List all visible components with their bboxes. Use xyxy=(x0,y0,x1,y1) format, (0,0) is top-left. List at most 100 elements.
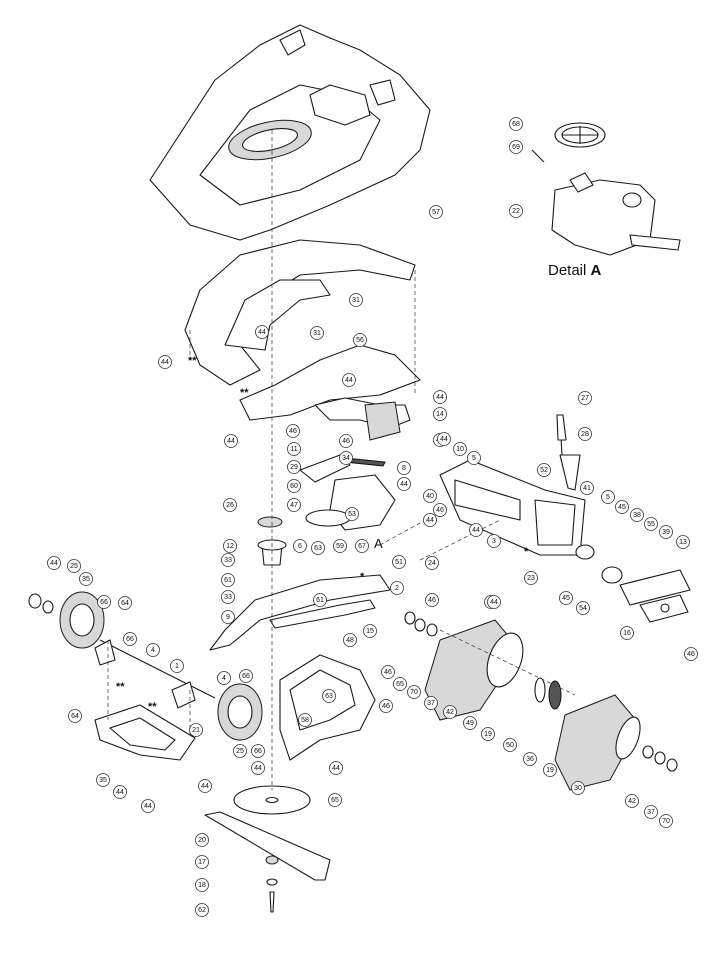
callout-number: 60 xyxy=(290,483,298,490)
callout-number: 35 xyxy=(82,576,90,583)
callout-bubble-66: 66 xyxy=(251,744,265,758)
callout-bubble-17: 17 xyxy=(195,855,209,869)
callout-number: 3 xyxy=(492,538,496,545)
callout-number: 45 xyxy=(618,504,626,511)
callout-number: 5 xyxy=(606,494,610,501)
callout-number: 44 xyxy=(400,481,408,488)
callout-bubble-3: 3 xyxy=(487,534,501,548)
detail-a-gearbox xyxy=(531,122,681,256)
callout-bubble-19: 19 xyxy=(481,727,495,741)
callout-number: 44 xyxy=(436,394,444,401)
callout-number: 27 xyxy=(581,395,589,402)
callout-number: 45 xyxy=(562,595,570,602)
detail-a-caption: Detail A xyxy=(548,262,602,279)
callout-bubble-25: 25 xyxy=(233,744,247,758)
callout-bubble-64: 64 xyxy=(68,709,82,723)
callout-number: 44 xyxy=(426,517,434,524)
callout-bubble-16: 16 xyxy=(620,626,634,640)
callout-bubble-65: 65 xyxy=(393,677,407,691)
callout-bubble-51: 51 xyxy=(392,555,406,569)
callout-bubble-2: 2 xyxy=(390,581,404,595)
callout-number: 63 xyxy=(314,545,322,552)
callout-number: 70 xyxy=(662,818,670,825)
callout-bubble-24: 24 xyxy=(425,556,439,570)
side-housing xyxy=(279,654,376,761)
callout-number: 44 xyxy=(161,359,169,366)
callout-bubble-37: 37 xyxy=(644,805,658,819)
callout-number: 31 xyxy=(313,330,321,337)
callout-number: 9 xyxy=(226,614,230,621)
callout-layer: 6869225731314444564444144446464411342986… xyxy=(47,117,698,917)
callout-number: 66 xyxy=(100,599,108,606)
callout-number: 29 xyxy=(290,464,298,471)
callout-number: 8 xyxy=(402,465,406,472)
callout-number: 61 xyxy=(224,577,232,584)
callout-number: 44 xyxy=(440,436,448,443)
callout-number: 33 xyxy=(224,557,232,564)
blade-assembly xyxy=(204,785,331,913)
callout-bubble-47: 47 xyxy=(287,498,301,512)
callout-bubble-4: 4 xyxy=(146,643,160,657)
callout-number: 33 xyxy=(224,594,232,601)
callout-number: 66 xyxy=(254,748,262,755)
callout-bubble-33: 33 xyxy=(221,553,235,567)
callout-bubble-22: 22 xyxy=(509,204,523,218)
callout-number: 39 xyxy=(662,529,670,536)
callout-bubble-60: 60 xyxy=(287,479,301,493)
callout-bubble-41: 41 xyxy=(580,481,594,495)
callout-number: 24 xyxy=(428,560,436,567)
callout-bubble-48: 48 xyxy=(343,633,357,647)
callout-bubble-45: 45 xyxy=(559,591,573,605)
callout-bubble-50: 50 xyxy=(503,738,517,752)
callout-bubble-11: 11 xyxy=(287,442,301,456)
callout-number: 4 xyxy=(222,675,226,682)
callout-number: 55 xyxy=(647,521,655,528)
callout-bubble-58: 58 xyxy=(298,713,312,727)
callout-number: 37 xyxy=(427,700,435,707)
callout-bubble-1: 1 xyxy=(170,659,184,673)
double-star-marker: ** xyxy=(240,387,249,399)
callout-bubble-31: 31 xyxy=(310,326,324,340)
callout-bubble-70: 70 xyxy=(407,685,421,699)
callout-number: 44 xyxy=(144,803,152,810)
callout-number: 52 xyxy=(540,467,548,474)
callout-number: 1 xyxy=(175,663,179,670)
callout-bubble-69: 69 xyxy=(509,140,523,154)
callout-number: 12 xyxy=(226,543,234,550)
callout-number: 38 xyxy=(633,512,641,519)
callout-bubble-33: 33 xyxy=(221,590,235,604)
callout-number: 62 xyxy=(198,907,206,914)
callout-number: 44 xyxy=(116,789,124,796)
callout-number: 44 xyxy=(472,527,480,534)
callout-bubble-44: 44 xyxy=(342,373,356,387)
callout-bubble-44: 44 xyxy=(329,761,343,775)
callout-number: 65 xyxy=(396,681,404,688)
callout-bubble-49: 49 xyxy=(463,716,477,730)
callout-bubble-20: 20 xyxy=(195,833,209,847)
callout-number: 65 xyxy=(331,797,339,804)
callout-number: 69 xyxy=(512,144,520,151)
callout-number: 20 xyxy=(198,837,206,844)
callout-number: 26 xyxy=(226,502,234,509)
callout-bubble-44: 44 xyxy=(469,523,483,537)
callout-number: 64 xyxy=(121,600,129,607)
callout-bubble-35: 35 xyxy=(96,773,110,787)
callout-bubble-66: 66 xyxy=(97,595,111,609)
chain-tensioner xyxy=(619,569,691,623)
callout-bubble-52: 52 xyxy=(537,463,551,477)
callout-number: 19 xyxy=(484,731,492,738)
callout-number: 51 xyxy=(395,559,403,566)
callout-number: 46 xyxy=(289,428,297,435)
callout-number: 46 xyxy=(342,438,350,445)
callout-bubble-18: 18 xyxy=(195,878,209,892)
callout-bubble-46: 46 xyxy=(684,647,698,661)
callout-bubble-21: 21 xyxy=(189,723,203,737)
callout-number: 44 xyxy=(201,783,209,790)
callout-bubble-31: 31 xyxy=(349,293,363,307)
callout-number: 5 xyxy=(472,455,476,462)
callout-number: 46 xyxy=(384,669,392,676)
callout-bubble-46: 46 xyxy=(425,593,439,607)
callout-bubble-5: 5 xyxy=(467,451,481,465)
double-star-marker: ** xyxy=(116,681,125,693)
